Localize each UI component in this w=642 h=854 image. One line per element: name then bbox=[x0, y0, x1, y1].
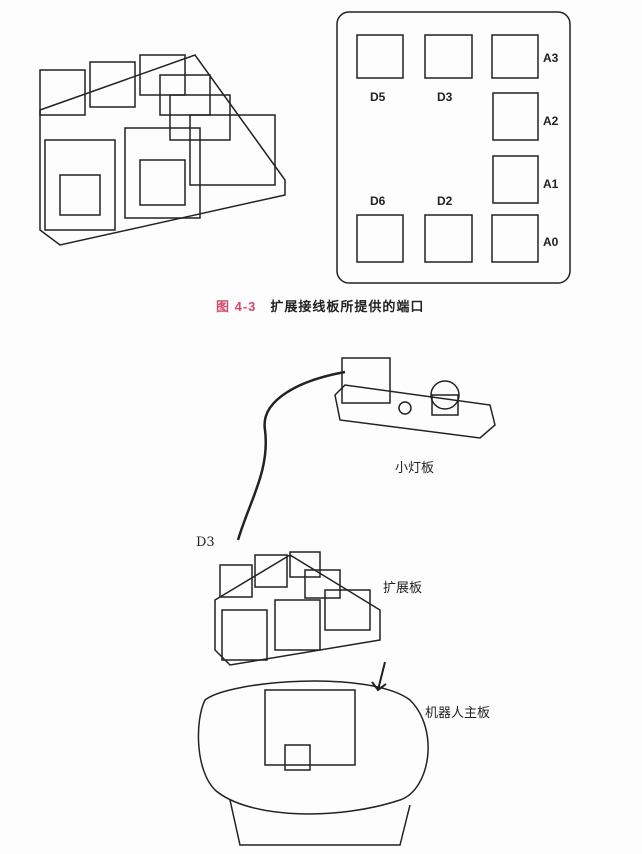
cable bbox=[236, 370, 346, 541]
port-label-d6: D6 bbox=[370, 194, 386, 208]
arrow-down bbox=[371, 661, 387, 692]
figure-number: 图 4-3 bbox=[216, 299, 257, 314]
figure-title: 扩展接线板所提供的端口 bbox=[270, 299, 425, 314]
port-label-d3: D3 bbox=[437, 90, 453, 104]
label-main-board: 机器人主板 bbox=[425, 706, 491, 721]
port-label-d2: D2 bbox=[437, 194, 453, 208]
main-board-drawing bbox=[197, 680, 429, 846]
port-squares bbox=[356, 34, 539, 263]
label-port-d3: D3 bbox=[196, 535, 215, 550]
label-light-board: 小灯板 bbox=[395, 461, 435, 476]
label-expansion-board: 扩展板 bbox=[383, 581, 423, 596]
port-label-a3: A3 bbox=[543, 51, 559, 65]
assembly-expansion-board bbox=[214, 551, 381, 666]
port-map-frame bbox=[336, 11, 571, 284]
light-board-drawing bbox=[334, 357, 496, 439]
port-label-a1: A1 bbox=[543, 177, 559, 191]
port-label-a0: A0 bbox=[543, 235, 559, 249]
expansion-board-drawing bbox=[39, 54, 286, 246]
figure-caption: 图 4-3 扩展接线板所提供的端口 bbox=[216, 296, 424, 315]
port-label-d5: D5 bbox=[370, 90, 386, 104]
port-label-a2: A2 bbox=[543, 114, 559, 128]
